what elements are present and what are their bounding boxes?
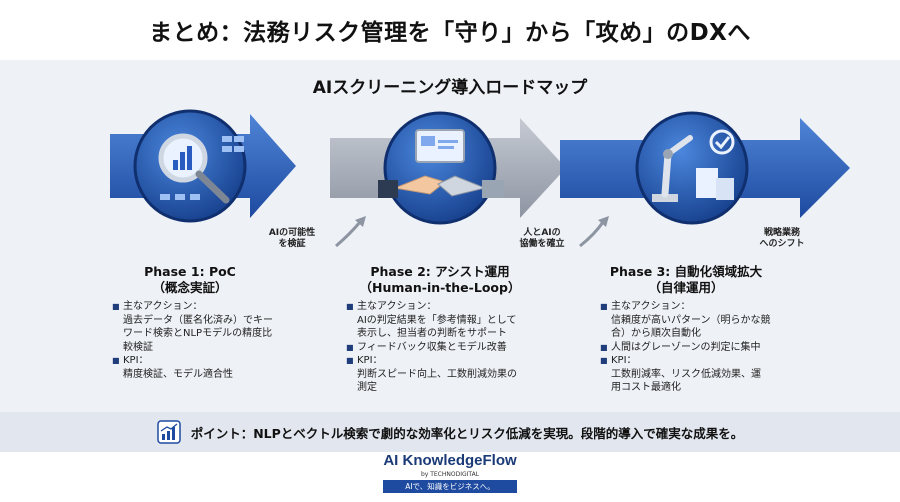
point-bar: ポイント：NLPとベクトル検索で劇的な効率化とリスク低減を実現。段階的導入で確実… [0,412,900,452]
transition-note-2-line2: 協働を確立 [519,239,565,249]
curve-arrow-1-head [355,216,366,227]
transition-note-3: 戦略業務 へのシフト [752,228,812,250]
curve-arrow-1 [335,221,362,248]
list-item-head: 主なアクション： [611,301,691,312]
list-item: KPI： [346,354,556,368]
list-item-body: 較検証 [123,341,153,353]
list-item: 主なアクション： [346,300,556,314]
phase-3-subtitle: （自律運用） [648,280,724,295]
list-item-head: フィードバック収集とモデル改善 [357,341,507,353]
transition-note-1-line2: を検証 [278,239,306,249]
list-item-head: KPI： [357,355,383,366]
list-item: フィードバック収集とモデル改善 [346,341,556,355]
list-item-body: 工数削減率、リスク低減効果、運 [611,368,761,380]
page-title: まとめ：法務リスク管理を「守り」から「攻め」のDXへ [149,20,751,46]
transition-note-2-line1: 人とAIの [523,228,561,238]
transition-note-1-line1: AIの可能性 [268,228,316,238]
list-item-head: KPI： [611,355,637,366]
list-item-body: 表示し、担当者の判断をサポート [357,328,507,339]
list-item-body: 判断スピード向上、工数削減効果の [357,368,517,380]
phase-1-list: 主なアクション： 過去データ（匿名化済み）でキー ワード検索とNLPモデルの精度… [112,300,312,381]
phase-2-circle [378,111,504,225]
transition-note-2: 人とAIの 協働を確立 [512,228,572,250]
footer [0,452,900,502]
phase-2-list: 主なアクション： AIの判定結果を「参考情報」として 表示し、担当者の判断をサポ… [346,300,556,395]
phase-1-name: Phase 1: PoC [144,264,236,279]
phase-1-circle [133,109,247,223]
phase-3-circle [635,111,749,225]
list-item-body: 測定 [357,382,377,393]
phase-2-title: Phase 2: アシスト運用 （Human-in-the-Loop） [350,264,530,296]
transition-note-1: AIの可能性 を検証 [262,228,322,250]
list-item-head: 主なアクション： [357,301,437,312]
list-item-head: KPI： [123,355,149,366]
list-item-body: 過去データ（匿名化済み）でキー [123,314,273,326]
roadmap-title: AIスクリーニング導入ロードマップ [312,78,588,98]
phase-3-title: Phase 3: 自動化領域拡大 （自律運用） [596,264,776,296]
phase-2-name: Phase 2: アシスト運用 [370,264,510,279]
point-text: ポイント：NLPとベクトル検索で劇的な効率化とリスク低減を実現。段階的導入で確実… [190,425,744,441]
growth-chart-icon [156,420,181,444]
list-item: 人間はグレーゾーンの判定に集中 [600,341,800,355]
list-item: KPI： [112,354,312,368]
list-item-body: 用コスト最適化 [611,382,681,393]
phase-3-name: Phase 3: 自動化領域拡大 [609,264,763,279]
roadmap-graphic [110,109,850,248]
curve-arrow-2 [579,221,605,248]
handshake-icon [378,129,504,198]
brand-logo: AI KnowledgeFlow [383,452,517,469]
list-item-body: AIの判定結果を「参考情報」として [357,314,517,326]
list-item-head: 主なアクション： [123,301,203,312]
robot-arm-icon [652,129,735,202]
phase-1-subtitle: （概念実証） [152,280,228,295]
phase-2-subtitle: （Human-in-the-Loop） [359,280,521,295]
list-item-body: 精度検証、モデル適合性 [123,368,233,380]
phase-1-title: Phase 1: PoC （概念実証） [120,264,260,296]
curve-arrow-2-head [598,216,609,227]
list-item-head: 人間はグレーゾーンの判定に集中 [611,341,761,353]
transition-note-3-line2: へのシフト [759,239,805,249]
transition-note-3-line1: 戦略業務 [763,228,800,238]
list-item: 主なアクション： [112,300,312,314]
list-item: KPI： [600,354,800,368]
brand-tagline: AIで、知識をビジネスへ。 [383,480,517,493]
phase-3-list: 主なアクション： 信頼度が高いパターン（明らかな競 合）から順次自動化 人間はグ… [600,300,800,395]
list-item-body: 合）から順次自動化 [611,328,701,339]
list-item-body: ワード検索とNLPモデルの精度比 [123,328,273,339]
brand-by: by TECHNODIGITAL [420,471,480,478]
list-item: 主なアクション： [600,300,800,314]
header: まとめ：法務リスク管理を「守り」から「攻め」のDXへ [0,0,900,60]
list-item-body: 信頼度が高いパターン（明らかな競 [611,314,771,326]
magnifier-chart-icon [158,133,244,204]
